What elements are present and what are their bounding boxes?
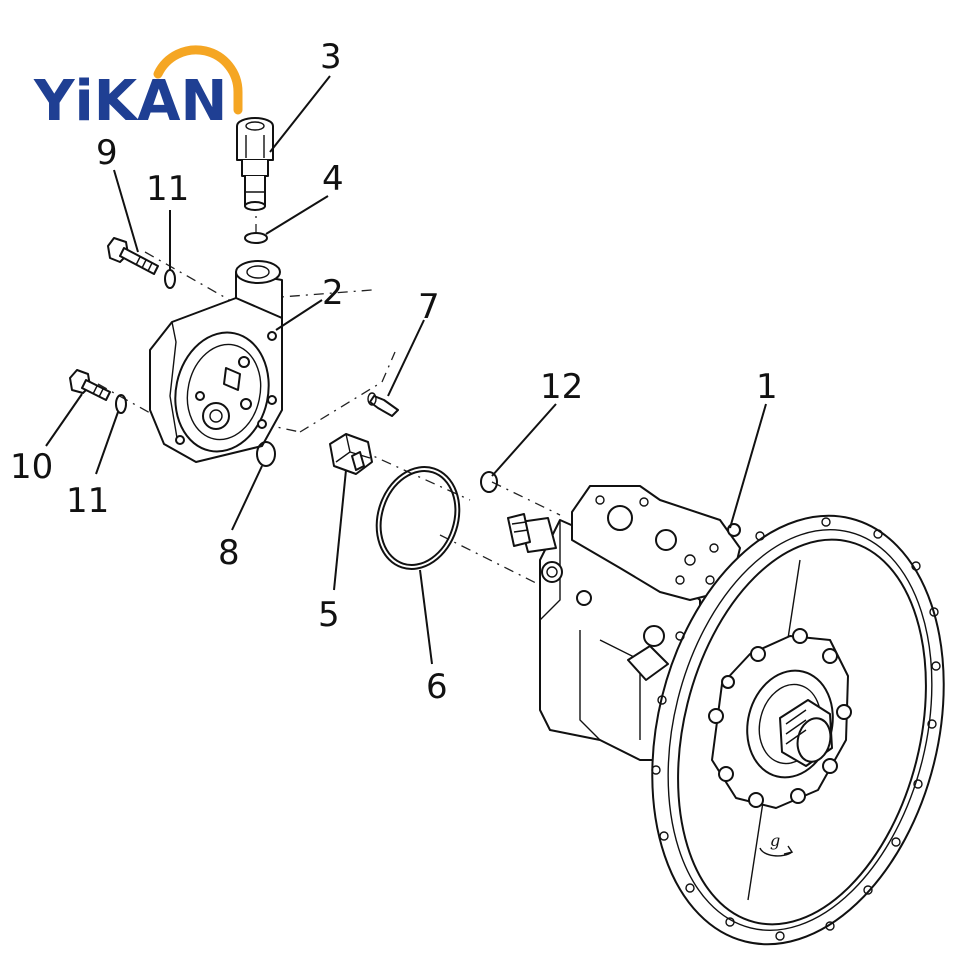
part-2-valve-body bbox=[149, 260, 283, 463]
callout-7: 7 bbox=[418, 287, 440, 327]
part-5-spool bbox=[329, 433, 373, 475]
callout-6: 6 bbox=[426, 667, 448, 707]
part-11-washer-upper bbox=[164, 269, 176, 289]
svg-text:g: g bbox=[770, 831, 780, 850]
callout-10: 10 bbox=[10, 447, 53, 487]
callout-8: 8 bbox=[218, 533, 240, 573]
callout-1: 1 bbox=[756, 367, 778, 407]
part-10-bolt bbox=[69, 369, 111, 401]
part-4-o-ring bbox=[244, 232, 268, 244]
callout-12: 12 bbox=[540, 367, 583, 407]
callout-2: 2 bbox=[322, 273, 344, 313]
brand-logo: YiKAN bbox=[33, 45, 243, 134]
callout-numbers: 1 2 3 4 5 6 7 8 9 10 11 11 12 bbox=[10, 37, 778, 707]
flange-bolt-holes bbox=[651, 517, 941, 941]
logo-arc bbox=[153, 45, 243, 115]
part-1-pump-assembly: g bbox=[507, 485, 945, 946]
callout-11-lower: 11 bbox=[66, 481, 109, 521]
part-9-bolt bbox=[107, 237, 159, 275]
callout-5: 5 bbox=[318, 595, 340, 635]
callout-9: 9 bbox=[96, 133, 118, 173]
part-8-o-ring bbox=[256, 441, 276, 467]
callout-3: 3 bbox=[320, 37, 342, 77]
part-6-large-o-ring bbox=[375, 466, 461, 570]
callout-4: 4 bbox=[322, 159, 344, 199]
callout-11-upper: 11 bbox=[146, 169, 189, 209]
part-3-relief-valve bbox=[236, 117, 274, 211]
part-11-washer-lower bbox=[115, 394, 127, 414]
part-7-pin bbox=[367, 392, 399, 417]
part-12-o-ring bbox=[480, 471, 498, 493]
leader-lines bbox=[45, 75, 767, 665]
logo-text: YiKAN bbox=[33, 69, 227, 134]
